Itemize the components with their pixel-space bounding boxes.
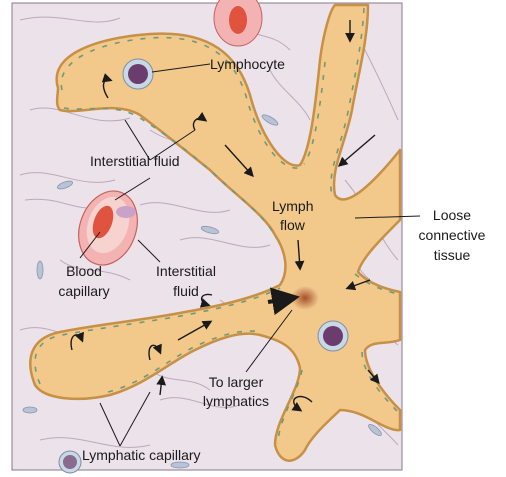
lymph-node-junction	[291, 286, 319, 310]
label-lymphatics: lymphatics	[203, 393, 269, 409]
label-blood: Blood	[66, 263, 102, 279]
label-to-larger: To larger	[209, 374, 264, 390]
label-interstitial-fluid-top: Interstitial fluid	[90, 153, 179, 169]
label-flow: flow	[280, 217, 306, 233]
label-connective: connective	[419, 227, 486, 243]
label-fluid: fluid	[173, 283, 199, 299]
label-lymphocyte: Lymphocyte	[210, 56, 285, 72]
lymphocyte-cell	[123, 59, 153, 89]
label-lymphatic-capillary: Lymphatic capillary	[82, 447, 201, 463]
lymphocyte-cell-2	[318, 321, 348, 351]
label-tissue: tissue	[434, 247, 471, 263]
label-lymph: Lymph	[272, 198, 314, 214]
label-loose: Loose	[433, 207, 471, 223]
lymphocyte-cell-3	[59, 451, 81, 473]
label-capillary: capillary	[58, 283, 109, 299]
label-interstitial: Interstitial	[156, 263, 216, 279]
